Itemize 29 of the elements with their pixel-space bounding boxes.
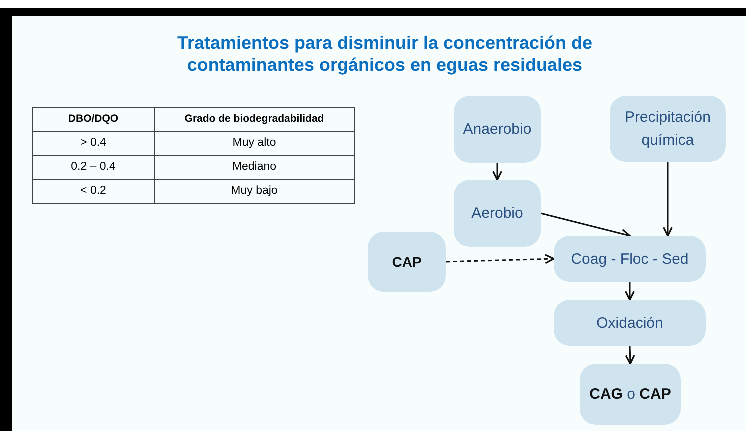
box-label: Anaerobio (463, 120, 532, 140)
process-box (554, 236, 706, 282)
arrow (625, 346, 636, 365)
table-cell: > 0.4 (32, 132, 154, 156)
table-cell: < 0.2 (32, 180, 154, 204)
box-label: CAG o CAP (590, 385, 672, 405)
title: Tratamientos para disminuir la concentración de contaminantes orgánicos en eguas residuales (176, 32, 594, 76)
arrow (624, 282, 636, 301)
process-box (368, 232, 446, 292)
box-label: Aerobio (472, 204, 524, 224)
box-label: CAP (392, 252, 422, 272)
process-box (454, 96, 541, 163)
box-label: Oxidación (596, 314, 664, 334)
process-box (554, 300, 706, 346)
box-label: Coag - Floc - Sed (571, 250, 689, 270)
table-header-cell: Grado de biodegradabilidad (154, 108, 354, 132)
process-box (610, 96, 726, 162)
table-cell: Muy bajo (154, 180, 354, 204)
table-cell: 0.2 – 0.4 (32, 156, 154, 180)
arrow (446, 254, 555, 264)
table-cell: Mediano (154, 156, 354, 180)
process-box (454, 180, 541, 247)
process-box (580, 364, 681, 425)
table-cell: Muy alto (154, 132, 354, 156)
box-label: Precipitación química (624, 108, 712, 151)
arrow (492, 163, 503, 181)
arrow (540, 212, 631, 239)
arrow (662, 162, 674, 237)
table-header-cell: DBO/DQO (32, 108, 154, 132)
